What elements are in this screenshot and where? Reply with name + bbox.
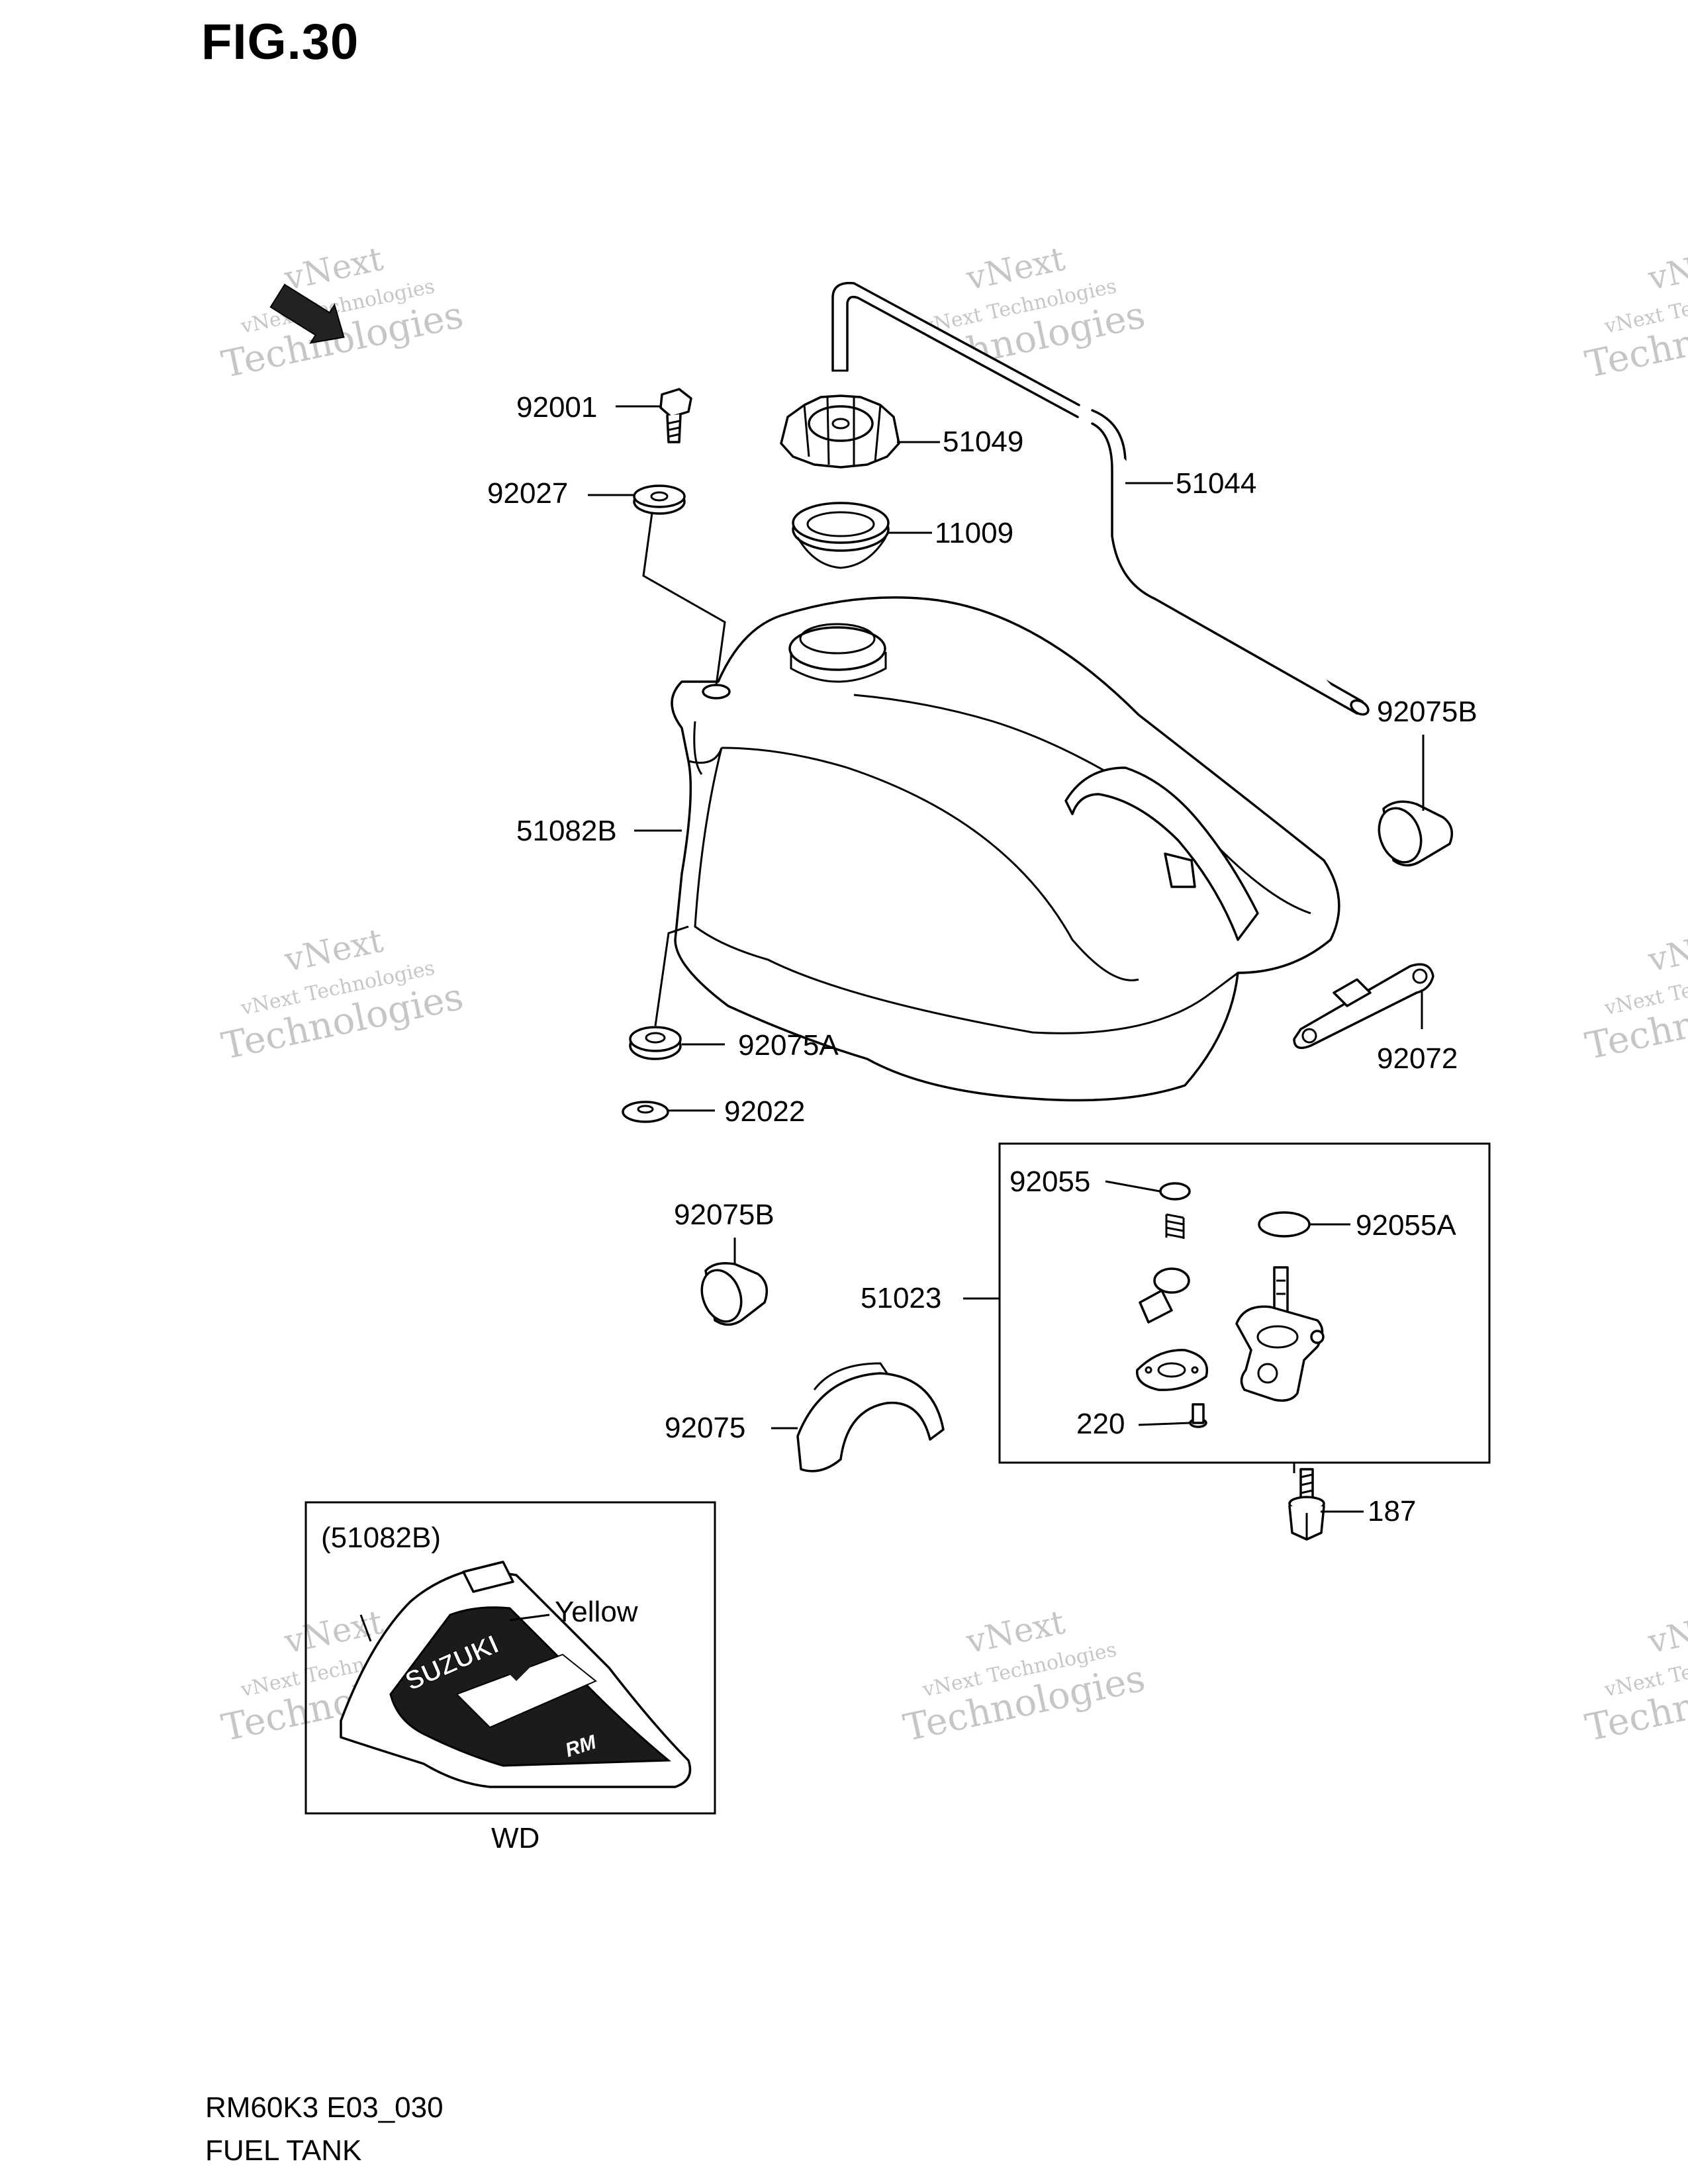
callout-92055A: 92055A — [1356, 1209, 1456, 1242]
callout-51044: 51044 — [1176, 467, 1256, 500]
callout-92001: 92001 — [516, 391, 597, 424]
cushion-92075B-left — [700, 1262, 769, 1326]
fuel-tank-51082B — [671, 596, 1340, 1102]
callout-220: 220 — [1076, 1408, 1125, 1440]
bolt-92001 — [659, 388, 692, 443]
decal-inset: SUZUKI RM — [305, 1501, 716, 1815]
gasket-plate — [1136, 1349, 1208, 1391]
callout-92055: 92055 — [1009, 1165, 1090, 1198]
callout-92075B-mid: 92075B — [674, 1199, 774, 1231]
screw-220 — [1189, 1403, 1207, 1428]
fuel-cap-51049 — [780, 394, 900, 469]
svg-text:vNext: vNext — [1644, 1603, 1688, 1661]
callout-187: 187 — [1368, 1495, 1416, 1527]
callout-51082B: 51082B — [516, 815, 617, 847]
svg-text:vNext: vNext — [1644, 921, 1688, 979]
cap-gasket-11009 — [792, 502, 890, 569]
fuel-cock-valve — [1235, 1266, 1325, 1402]
inset-caption: WD — [491, 1822, 539, 1854]
washer-92022 — [622, 1101, 669, 1123]
callout-92075A: 92075A — [738, 1029, 839, 1062]
part-number-callouts: 92001 92027 51049 11009 51044 92075B 510… — [487, 391, 1477, 1527]
callout-92075B-top: 92075B — [1377, 696, 1477, 728]
watermark: vNext vNext Technologies Technologies — [900, 1603, 1149, 1750]
figure-title: FIG.30 — [201, 14, 359, 70]
leader-lines — [509, 405, 1425, 1621]
callout-11009: 11009 — [935, 517, 1013, 549]
grommet-92075A — [629, 1026, 682, 1060]
watermark: vNext vNext Technologies Technologies — [1581, 1603, 1688, 1750]
inset-ref-label: (51082B) — [321, 1522, 441, 1554]
spring — [1165, 1213, 1185, 1239]
o-ring-92055 — [1159, 1182, 1191, 1201]
footer-diagram-code: RM60K3 E03_030 — [205, 2091, 444, 2124]
strap-92072 — [1293, 963, 1434, 1050]
tank-rubber-92075 — [796, 1362, 945, 1473]
forward-arrow-icon — [269, 283, 345, 344]
callout-92072: 92072 — [1377, 1042, 1458, 1075]
o-ring-92055A — [1258, 1211, 1311, 1238]
fuel-cock-51023-box — [998, 1142, 1491, 1464]
inset-color-label: Yellow — [555, 1596, 638, 1628]
callout-92075: 92075 — [665, 1412, 745, 1444]
callout-92022: 92022 — [724, 1095, 805, 1128]
watermark: vNext vNext Technologies Technologies — [218, 921, 467, 1068]
bolt-187 — [1288, 1468, 1325, 1541]
lever — [1139, 1267, 1190, 1324]
watermark: vNext vNext Technologies Technologies — [1581, 921, 1688, 1068]
footer-diagram-name: FUEL TANK — [205, 2134, 362, 2167]
callout-51023: 51023 — [861, 1282, 941, 1314]
cushion-92075B-right — [1378, 800, 1454, 867]
grommet-92027 — [633, 484, 686, 515]
svg-text:vNext: vNext — [1644, 240, 1688, 298]
watermark: vNext vNext Technologies Technologies — [1581, 240, 1688, 387]
callout-51049: 51049 — [943, 426, 1023, 458]
callout-92027: 92027 — [487, 477, 568, 510]
